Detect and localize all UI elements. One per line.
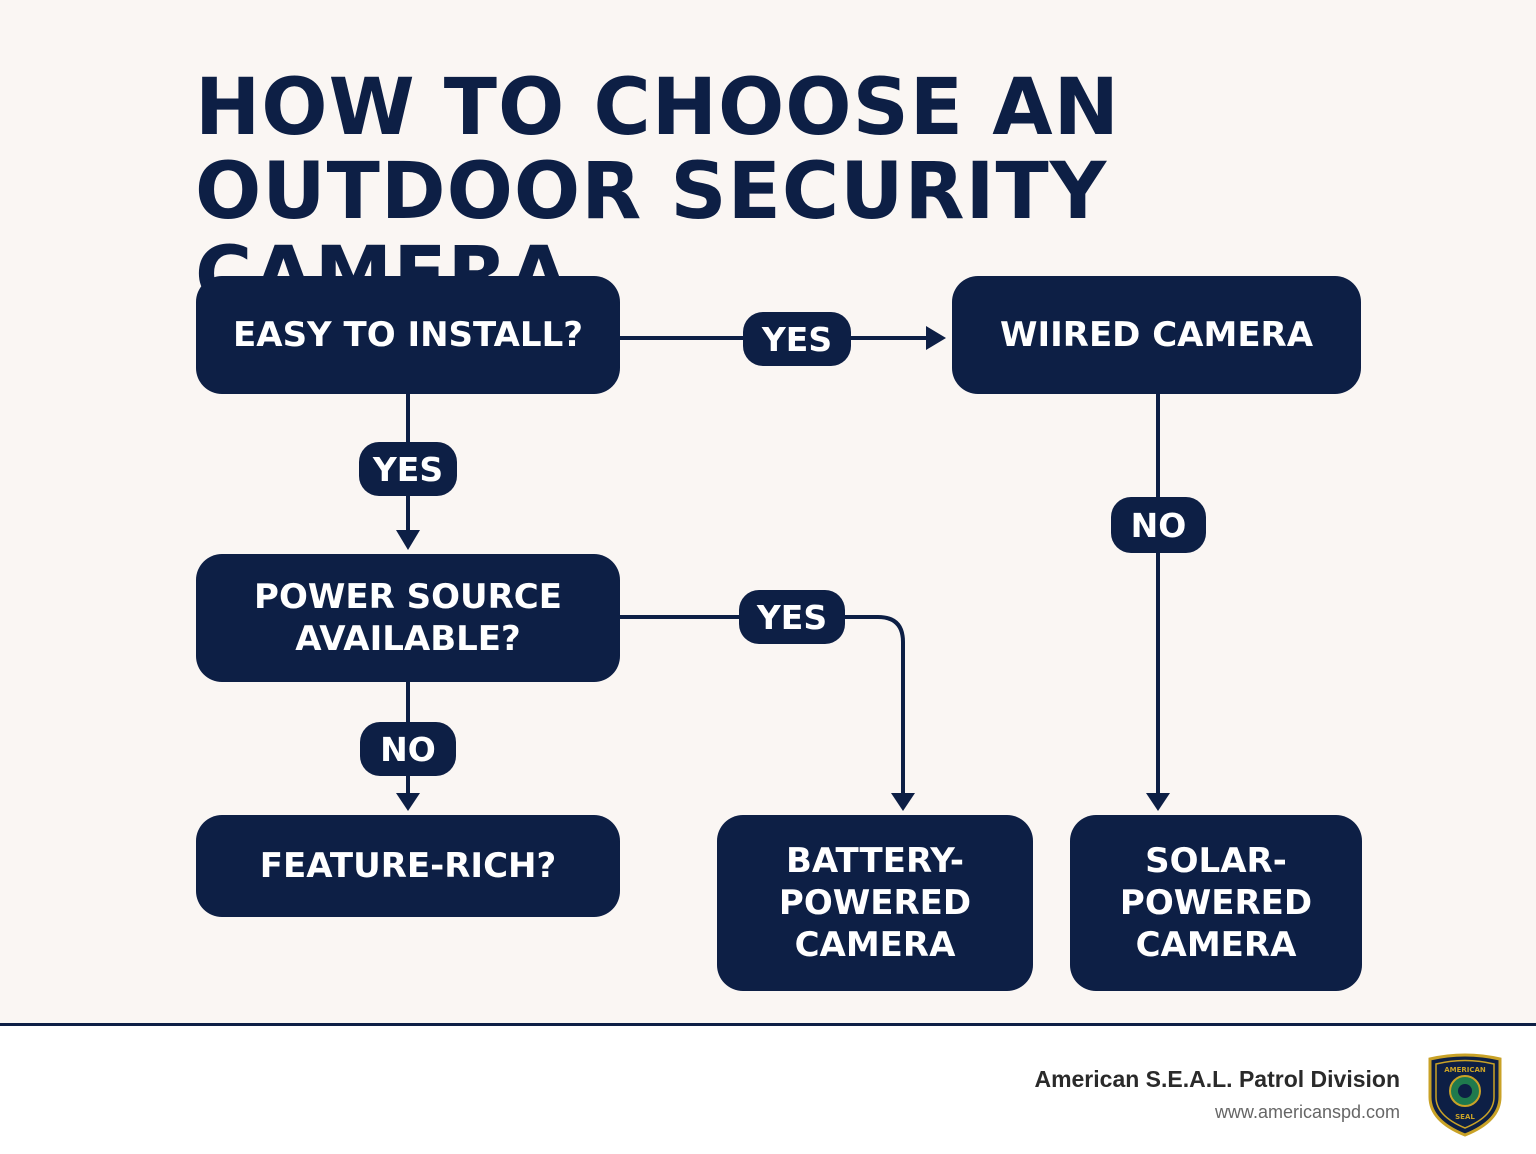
logo-text-bottom: SEAL [1455,1113,1475,1121]
title-line-1: HOW TO CHOOSE AN [195,63,1120,153]
edge-label-wired-to-solar: NO [1111,497,1206,553]
node-battery-line-1: BATTERY- [785,841,965,881]
node-battery-camera: BATTERY- POWERED CAMERA [717,815,1033,991]
arrowhead-solar [1146,793,1170,811]
footer-org-name: American S.E.A.L. Patrol Division [1034,1066,1400,1092]
node-solar-line-2: POWERED [1119,883,1313,923]
edge-label-power-to-feature-text: NO [380,729,436,769]
edge-power-to-battery [620,615,905,795]
edge-label-easy-to-wired: YES [743,312,851,366]
page-title: HOW TO CHOOSE AN OUTDOOR SECURITY CAMERA [195,66,1495,318]
edge-label-wired-to-solar-text: NO [1130,505,1187,545]
arrowhead-power [396,530,420,550]
logo-text-top: AMERICAN [1444,1066,1486,1074]
edge-label-power-to-feature: NO [360,722,456,776]
node-power-source-line-2: AVAILABLE? [295,619,521,659]
node-power-source: POWER SOURCE AVAILABLE? [196,554,620,682]
node-power-source-line-1: POWER SOURCE [254,577,562,617]
edge-label-easy-to-wired-text: YES [761,319,833,359]
edge-label-power-to-battery-text: YES [756,597,828,637]
edge-label-power-to-battery: YES [739,590,845,644]
node-easy-to-install: EASY TO INSTALL? [196,276,620,394]
node-solar-line-1: SOLAR- [1145,841,1287,881]
node-battery-line-2: POWERED [778,883,972,923]
arrowhead-feature [396,793,420,811]
node-solar-line-3: CAMERA [1135,925,1297,965]
footer-website-link[interactable]: www.americanspd.com [1214,1102,1400,1122]
node-feature-rich-label: FEATURE-RICH? [259,846,557,886]
shield-badge-icon: AMERICAN SEAL [1428,1053,1502,1137]
node-wired-camera: WIIRED CAMERA [952,276,1361,394]
node-solar-camera: SOLAR- POWERED CAMERA [1070,815,1362,991]
edge-label-easy-to-power-text: YES [372,449,444,489]
node-feature-rich: FEATURE-RICH? [196,815,620,917]
node-wired-camera-label: WIIRED CAMERA [999,315,1314,355]
node-easy-to-install-label: EASY TO INSTALL? [233,315,583,355]
footer: American S.E.A.L. Patrol Division www.am… [0,1023,1536,1154]
edge-label-easy-to-power: YES [359,442,457,496]
arrowhead-battery [891,793,915,811]
node-battery-line-3: CAMERA [794,925,956,965]
arrowhead-wired [926,326,946,350]
